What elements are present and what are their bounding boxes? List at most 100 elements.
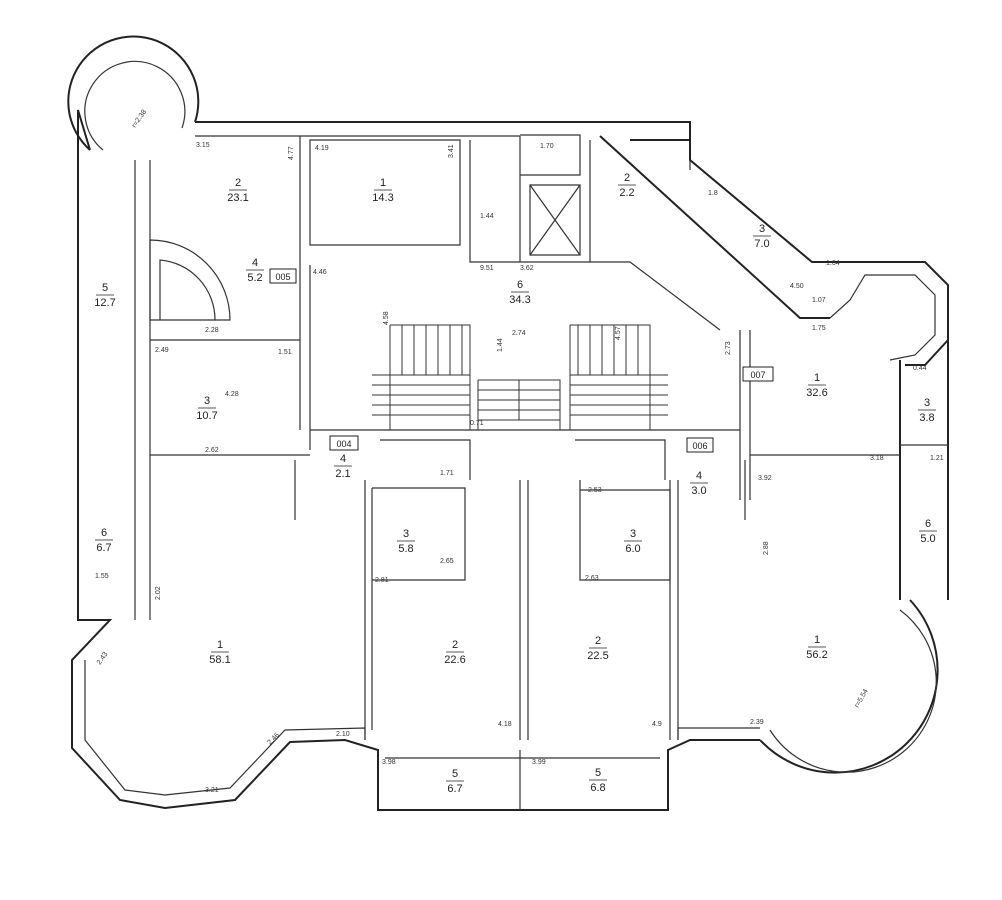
svg-text:4.57: 4.57	[615, 326, 622, 340]
room-label: 43.0	[690, 470, 708, 497]
room-label: 65.0	[919, 518, 937, 545]
svg-text:6.0: 6.0	[625, 543, 640, 555]
svg-text:4.9: 4.9	[652, 721, 662, 728]
svg-text:0.71: 0.71	[470, 420, 484, 427]
svg-text:1.75: 1.75	[812, 325, 826, 332]
svg-text:2.62: 2.62	[205, 447, 219, 454]
svg-text:3: 3	[924, 397, 930, 409]
svg-text:1.21: 1.21	[930, 455, 944, 462]
svg-text:12.7: 12.7	[94, 297, 115, 309]
svg-text:3.92: 3.92	[758, 475, 772, 482]
svg-text:2.53: 2.53	[588, 487, 602, 494]
room-label: 222.6	[444, 639, 465, 666]
svg-text:3.21: 3.21	[205, 787, 219, 794]
svg-text:56.2: 56.2	[806, 649, 827, 661]
room-label: 36.0	[624, 528, 642, 555]
svg-text:2.1: 2.1	[335, 468, 350, 480]
svg-text:1.8: 1.8	[708, 190, 718, 197]
room-label: 512.7	[94, 282, 115, 309]
room-label: 66.7	[95, 527, 113, 554]
svg-text:3.41: 3.41	[448, 144, 455, 158]
svg-text:58.1: 58.1	[209, 654, 230, 666]
svg-text:4.77: 4.77	[288, 146, 295, 160]
svg-text:3.8: 3.8	[919, 412, 934, 424]
svg-text:1.44: 1.44	[480, 213, 494, 220]
svg-text:4.18: 4.18	[498, 721, 512, 728]
svg-text:2.46: 2.46	[266, 732, 281, 747]
svg-text:2.49: 2.49	[155, 347, 169, 354]
svg-text:1: 1	[380, 177, 386, 189]
svg-text:1.64: 1.64	[826, 260, 840, 267]
room-label: 33.8	[918, 397, 936, 424]
room-label: 56.8	[589, 767, 607, 794]
svg-text:1: 1	[814, 372, 820, 384]
svg-text:4: 4	[696, 470, 702, 482]
room-labels: 223.1 114.3 45.2 512.7 310.7 634.3 22.2 …	[94, 172, 937, 795]
room-label: 634.3	[509, 279, 530, 306]
unit-tag: 006	[692, 441, 707, 451]
svg-text:9.51: 9.51	[480, 265, 494, 272]
svg-text:5: 5	[452, 768, 458, 780]
svg-text:2.02: 2.02	[155, 586, 162, 600]
svg-text:3: 3	[403, 528, 409, 540]
svg-text:5: 5	[102, 282, 108, 294]
svg-text:1.51: 1.51	[278, 349, 292, 356]
svg-text:3.98: 3.98	[382, 759, 396, 766]
unit-tag: 004	[336, 439, 351, 449]
unit-tag: 005	[275, 272, 290, 282]
svg-text:3: 3	[630, 528, 636, 540]
svg-text:22.5: 22.5	[587, 650, 608, 662]
svg-text:3: 3	[204, 395, 210, 407]
svg-text:5.0: 5.0	[920, 533, 935, 545]
room-label: 42.1	[334, 453, 352, 480]
svg-text:3.0: 3.0	[691, 485, 706, 497]
svg-text:2.43: 2.43	[96, 651, 110, 666]
room-label: 158.1	[209, 639, 230, 666]
staircase	[372, 324, 668, 430]
svg-text:6.7: 6.7	[96, 542, 111, 554]
svg-text:3: 3	[759, 223, 765, 235]
svg-text:3.62: 3.62	[520, 265, 534, 272]
svg-text:4.50: 4.50	[790, 283, 804, 290]
dimension-labels: 3.15 4.77 4.19 3.41 1.44 9.51 4.46 2.28 …	[95, 142, 944, 794]
svg-text:1.07: 1.07	[812, 297, 826, 304]
svg-text:6: 6	[101, 527, 107, 539]
room-label: 22.2	[618, 172, 636, 199]
room-label: 132.6	[806, 372, 827, 399]
svg-text:22.6: 22.6	[444, 654, 465, 666]
svg-text:4: 4	[252, 257, 258, 269]
svg-text:7.0: 7.0	[754, 238, 769, 250]
svg-text:6: 6	[517, 279, 523, 291]
radius-label: r=5.54	[854, 688, 870, 709]
room-label: 223.1	[227, 177, 248, 204]
svg-text:4.28: 4.28	[225, 391, 239, 398]
svg-text:32.6: 32.6	[806, 387, 827, 399]
svg-text:1: 1	[217, 639, 223, 651]
svg-text:2.81: 2.81	[375, 577, 389, 584]
unit-tags: 005 004 007 006	[269, 268, 774, 453]
svg-text:2.2: 2.2	[619, 187, 634, 199]
svg-text:1: 1	[814, 634, 820, 646]
svg-text:4.58: 4.58	[383, 311, 390, 325]
svg-text:6: 6	[925, 518, 931, 530]
room-label: 114.3	[372, 177, 393, 204]
svg-text:6.7: 6.7	[447, 783, 462, 795]
svg-text:4.19: 4.19	[315, 145, 329, 152]
room-label: 56.7	[446, 768, 464, 795]
svg-text:23.1: 23.1	[227, 192, 248, 204]
radius-label: r=2.38	[131, 109, 148, 130]
svg-text:2: 2	[595, 635, 601, 647]
svg-text:3.99: 3.99	[532, 759, 546, 766]
svg-text:2.28: 2.28	[205, 327, 219, 334]
svg-text:0.44: 0.44	[913, 365, 927, 372]
svg-text:1.71: 1.71	[440, 470, 454, 477]
svg-text:2.88: 2.88	[763, 541, 770, 555]
svg-text:5.8: 5.8	[398, 543, 413, 555]
svg-text:1.44: 1.44	[497, 338, 504, 352]
walls	[67, 35, 949, 811]
svg-text:2: 2	[452, 639, 458, 651]
svg-text:2: 2	[624, 172, 630, 184]
svg-text:2: 2	[235, 177, 241, 189]
svg-text:5.2: 5.2	[247, 272, 262, 284]
svg-text:10.7: 10.7	[196, 410, 217, 422]
